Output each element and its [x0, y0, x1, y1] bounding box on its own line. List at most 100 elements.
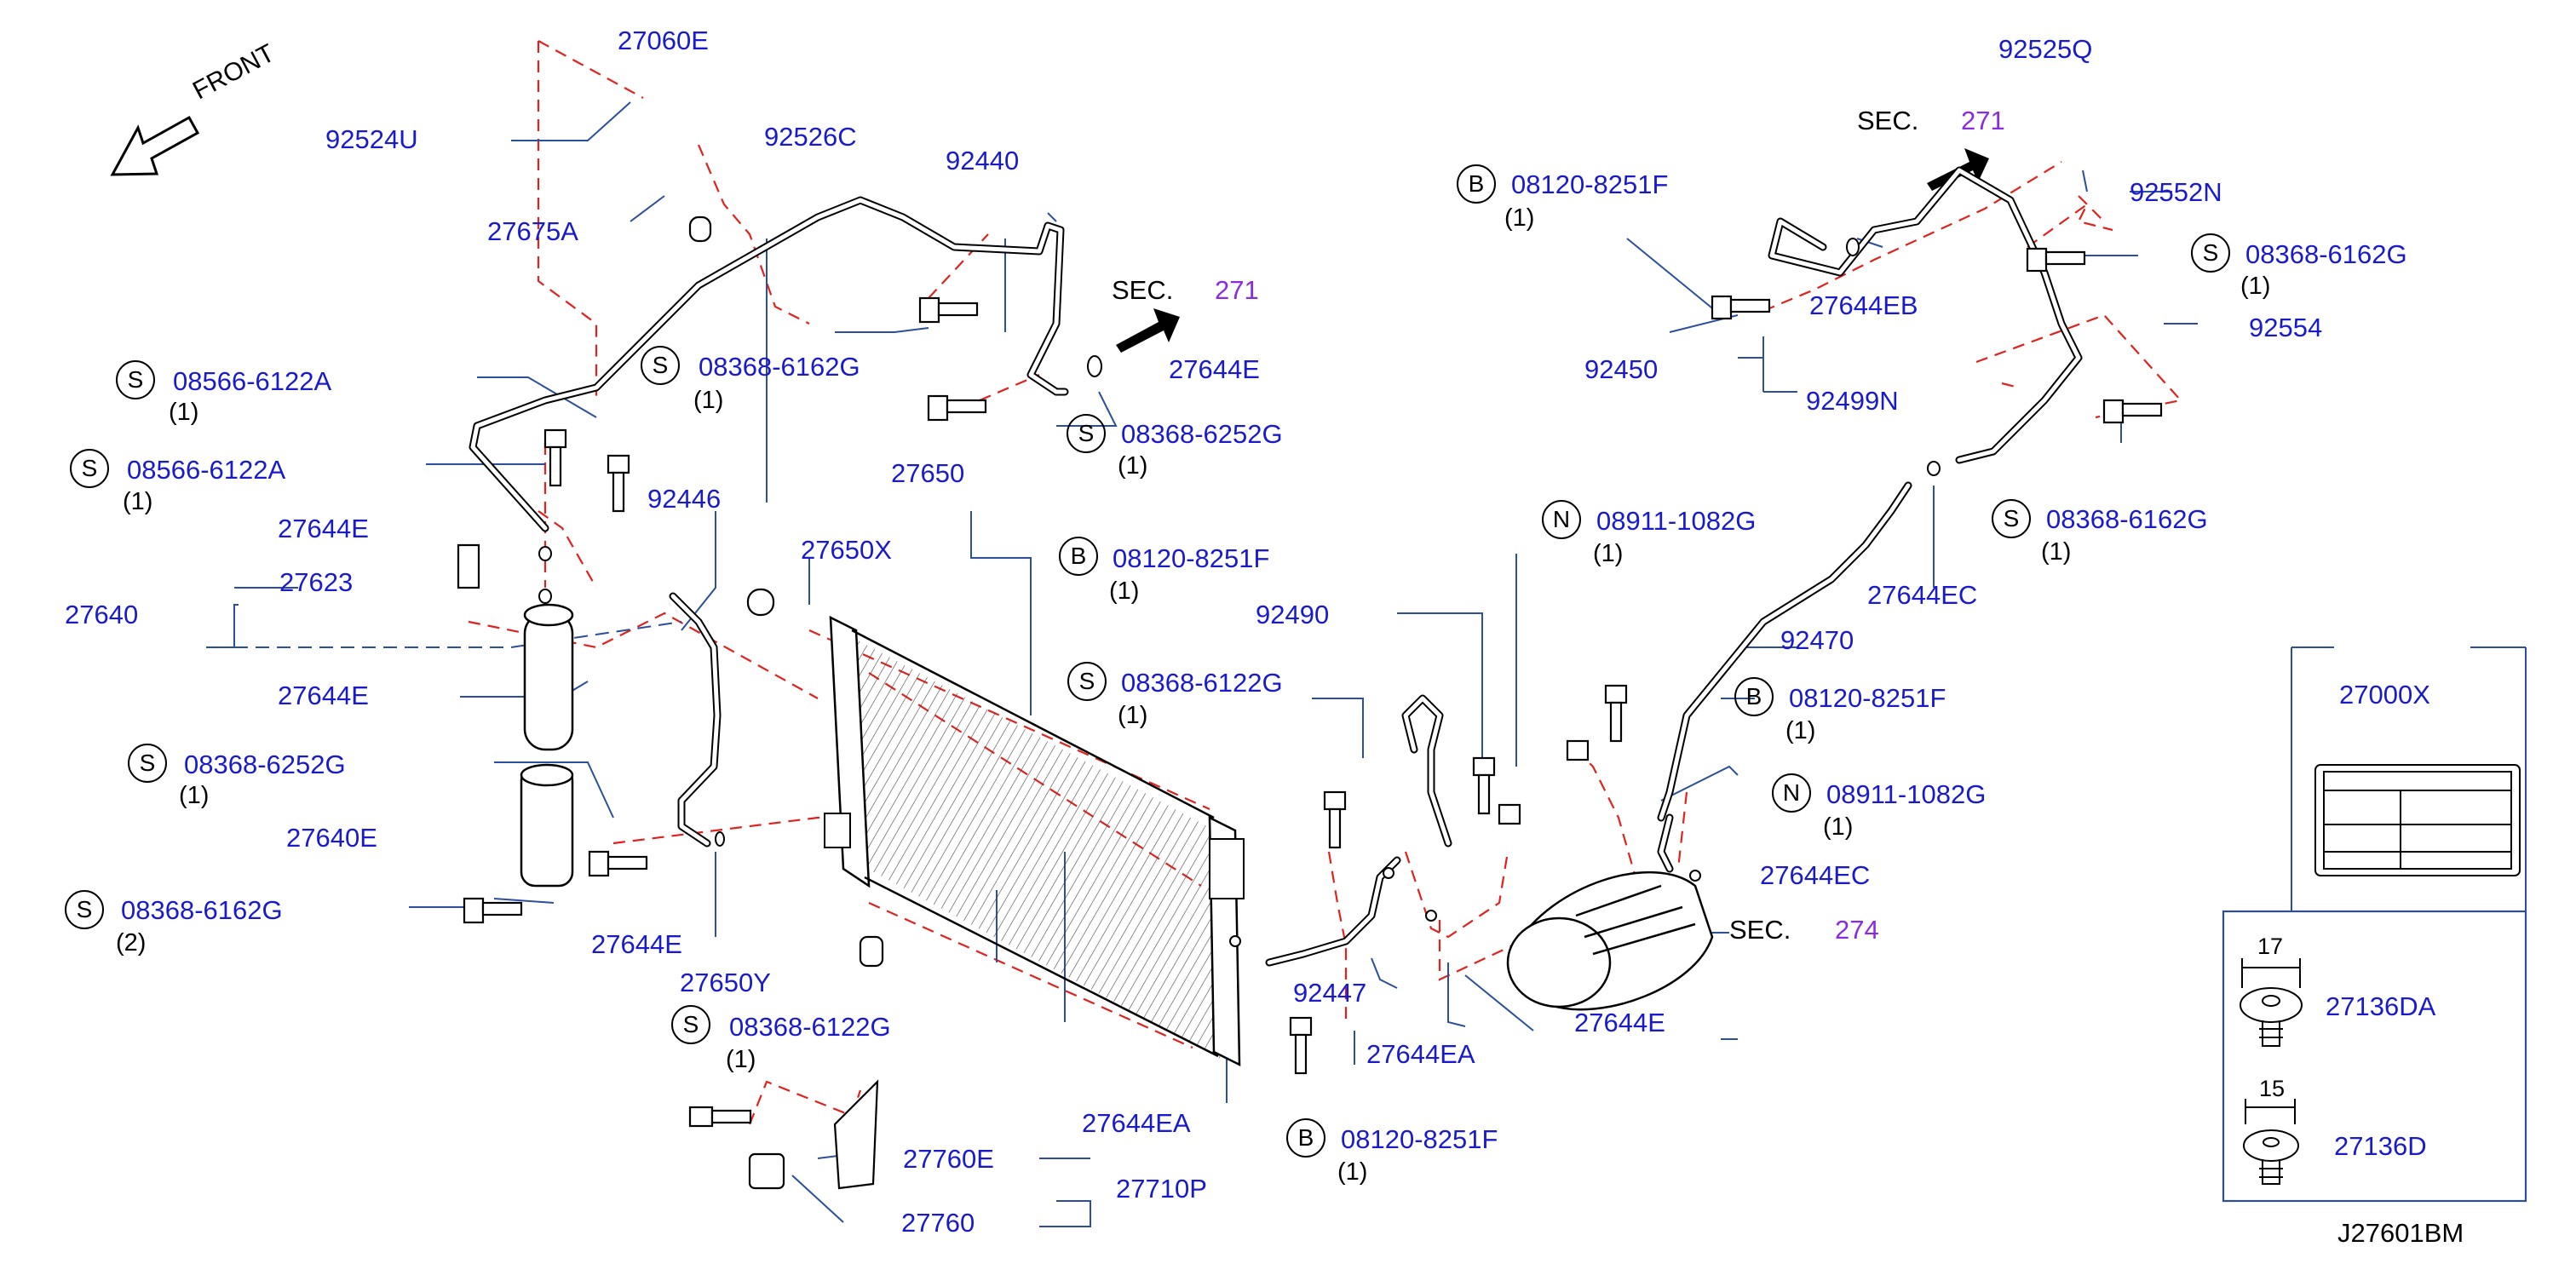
part-27136DA[interactable]: 27136DA	[2326, 991, 2436, 1021]
sec-ref-271-right[interactable]: 271	[1961, 106, 2005, 135]
part-27060E[interactable]: 27060E	[618, 26, 709, 55]
bolt-08120-8251F-top[interactable]: 08120-8251F	[1511, 169, 1669, 199]
receiver-drier-27640-icon	[520, 603, 574, 888]
prefix-s-badge: S	[671, 1005, 710, 1044]
part-92440[interactable]: 92440	[946, 146, 1020, 175]
sec-label: SEC.	[1857, 106, 1919, 135]
part-27623[interactable]: 27623	[279, 567, 354, 597]
bolt-08120-8251F-bottom[interactable]: 08120-8251F	[1341, 1124, 1498, 1154]
sec-ref-271[interactable]: 271	[1215, 275, 1259, 305]
qty-label: (1)	[1118, 452, 1148, 480]
clip-icon	[746, 588, 775, 617]
part-92554[interactable]: 92554	[2249, 313, 2323, 342]
bracket-icon	[833, 1079, 879, 1190]
qty-label: (1)	[1593, 540, 1624, 567]
bolt-08368-6162G-left[interactable]: 08368-6162G	[121, 895, 283, 925]
part-27644E-left[interactable]: 27644E	[278, 514, 369, 543]
prefix-s-badge: S	[1067, 662, 1107, 701]
condenser-27650-icon	[824, 615, 1245, 1067]
qty-label: (1)	[1118, 702, 1148, 729]
part-92552N[interactable]: 92552N	[2130, 177, 2222, 207]
bolt-icon	[2026, 247, 2086, 273]
bolt-icon	[1604, 684, 1628, 743]
bolt-icon	[1323, 790, 1347, 849]
prefix-s-badge: S	[70, 449, 109, 488]
bolt-08368-6252G[interactable]: 08368-6252G	[1121, 419, 1283, 449]
qty-label: (1)	[1109, 577, 1140, 605]
qty-label: (1)	[1785, 717, 1816, 744]
prefix-s-badge: S	[641, 346, 680, 385]
prefix-s-badge: S	[128, 744, 167, 783]
bolt-icon	[1472, 756, 1496, 815]
prefix-b-badge: B	[1457, 164, 1496, 204]
bolt-08368-6122G-partial[interactable]: 08368-6122G	[1121, 668, 1283, 698]
bolt-08120-8251F-mid[interactable]: 08120-8251F	[1113, 543, 1270, 573]
bolt-08566-6122A-2[interactable]: 08566-6122A	[127, 455, 286, 485]
sec-label: SEC.	[1729, 915, 1791, 945]
part-27136D[interactable]: 27136D	[2334, 1131, 2427, 1161]
clip-27136da-icon	[2240, 958, 2303, 1047]
part-27650[interactable]: 27650	[891, 458, 965, 488]
part-92525Q[interactable]: 92525Q	[1998, 34, 2093, 64]
part-27644EC-bottom[interactable]: 27644EC	[1760, 860, 1871, 890]
part-92446[interactable]: 92446	[647, 484, 722, 514]
bolt-08566-6122A[interactable]: 08566-6122A	[173, 366, 332, 396]
front-arrow-icon	[110, 115, 200, 176]
bolt-08368-6122G[interactable]: 08368-6122G	[729, 1012, 891, 1042]
part-27650X[interactable]: 27650X	[801, 535, 892, 565]
part-92490[interactable]: 92490	[1256, 600, 1330, 629]
prefix-n-badge: N	[1772, 773, 1811, 813]
qty-label: (1)	[2041, 538, 2072, 566]
part-27644EC[interactable]: 27644EC	[1867, 580, 1978, 610]
switch-icon	[748, 1152, 785, 1190]
part-27710P[interactable]: 27710P	[1116, 1174, 1207, 1204]
qty-label: (1)	[2240, 273, 2271, 300]
part-92447[interactable]: 92447	[1293, 978, 1367, 1008]
qty-label: (1)	[726, 1046, 756, 1073]
part-27640E[interactable]: 27640E	[286, 823, 377, 853]
sec-ref-274[interactable]: 274	[1835, 915, 1879, 945]
part-27644EA-mid[interactable]: 27644EA	[1366, 1039, 1475, 1069]
part-27644E-left-2[interactable]: 27644E	[278, 681, 369, 710]
part-92470[interactable]: 92470	[1780, 625, 1854, 655]
part-27644E[interactable]: 27644E	[1169, 354, 1260, 384]
prefix-b-badge: B	[1059, 537, 1098, 576]
prefix-s-badge: S	[1992, 499, 2031, 538]
part-27675A[interactable]: 27675A	[487, 216, 578, 246]
bolt-08911-1082G[interactable]: 08911-1082G	[1596, 506, 1757, 536]
part-27000X[interactable]: 27000X	[2339, 680, 2430, 710]
part-92450[interactable]: 92450	[1584, 354, 1659, 384]
qty-label: (1)	[123, 488, 153, 515]
bolt-icon	[927, 394, 987, 422]
bolt-08911-1082G-2[interactable]: 08911-1082G	[1826, 779, 1987, 809]
part-27640[interactable]: 27640	[65, 600, 139, 629]
qty-label: (1)	[179, 782, 210, 809]
part-27760E[interactable]: 27760E	[903, 1144, 994, 1174]
bolt-08368-6162G-right[interactable]: 08368-6162G	[2245, 239, 2407, 269]
part-27650Y[interactable]: 27650Y	[680, 968, 771, 997]
part-92499N[interactable]: 92499N	[1806, 386, 1899, 416]
bolt-icons	[457, 215, 2163, 1190]
bolt-icon	[543, 428, 567, 487]
bolt-08368-6252G-left[interactable]: 08368-6252G	[184, 750, 346, 779]
clip-27136d-icon	[2243, 1099, 2299, 1185]
part-27644EA[interactable]: 27644EA	[1082, 1108, 1191, 1138]
part-27644E-mid[interactable]: 27644E	[1574, 1008, 1665, 1037]
sec-label: SEC.	[1112, 275, 1174, 305]
qty-label: (1)	[1823, 813, 1854, 841]
part-27760[interactable]: 27760	[901, 1208, 975, 1238]
bolt-08368-6162G[interactable]: 08368-6162G	[699, 352, 860, 382]
bolt-icon	[588, 850, 648, 877]
part-92526C[interactable]: 92526C	[764, 122, 857, 152]
bolt-icon	[1711, 295, 1771, 320]
part-27644E-bottom[interactable]: 27644E	[591, 929, 682, 959]
bolt-icon	[2102, 399, 2163, 424]
qty-label: (1)	[693, 387, 724, 414]
prefix-s-badge: S	[116, 360, 155, 399]
part-27644EB[interactable]: 27644EB	[1809, 290, 1918, 320]
bolt-08120-8251F-right[interactable]: 08120-8251F	[1789, 683, 1946, 713]
part-92524U[interactable]: 92524U	[325, 124, 418, 154]
prefix-b-badge: B	[1734, 677, 1774, 716]
bolt-08368-6162G-right-2[interactable]: 08368-6162G	[2046, 504, 2208, 534]
